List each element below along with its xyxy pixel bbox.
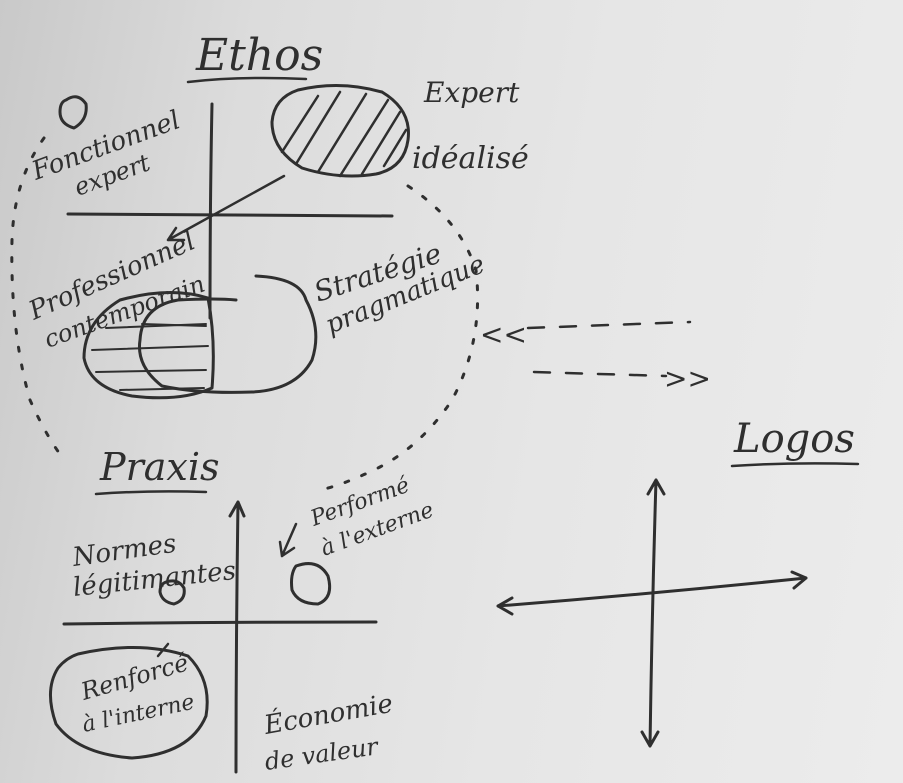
ethos-vertical-axis [208, 102, 214, 320]
praxis-title: Praxis [99, 445, 219, 489]
expert-blob [270, 84, 410, 178]
strategie-blob [137, 274, 318, 394]
performe-arrow [278, 522, 298, 558]
logos-title: Logos [733, 416, 855, 462]
fonctionnel-small-circle [58, 95, 88, 130]
arrow-out-label: >> [664, 362, 711, 395]
expert-to-professionnel-arrow [166, 174, 286, 242]
ethos-dotted-boundary-right [318, 184, 480, 492]
renforce-blob [49, 642, 209, 760]
professionnel-blob [82, 291, 215, 400]
normes-small-circle [158, 579, 186, 606]
dashed-arrow-to-ethos [526, 320, 692, 330]
ethos-dotted-boundary-left [10, 136, 68, 464]
praxis-vertical-axis [228, 500, 246, 774]
performe-blob [290, 562, 332, 606]
praxis-title-underline [94, 490, 208, 496]
praxis-horizontal-axis [62, 620, 378, 626]
logos-vertical-axis [640, 478, 666, 748]
dashed-arrow-to-logos [532, 370, 668, 378]
logos-horizontal-axis [496, 570, 808, 616]
expert-label: Expert [423, 76, 520, 109]
idealise-label: idéalisé [412, 141, 529, 176]
de-valeur-label: de valeur [263, 732, 381, 776]
ethos-horizontal-axis [66, 212, 394, 218]
ethos-title: Ethos [195, 30, 323, 81]
arrow-in-label: << [480, 318, 527, 351]
logos-title-underline [730, 462, 860, 468]
ethos-title-underline [186, 76, 308, 84]
